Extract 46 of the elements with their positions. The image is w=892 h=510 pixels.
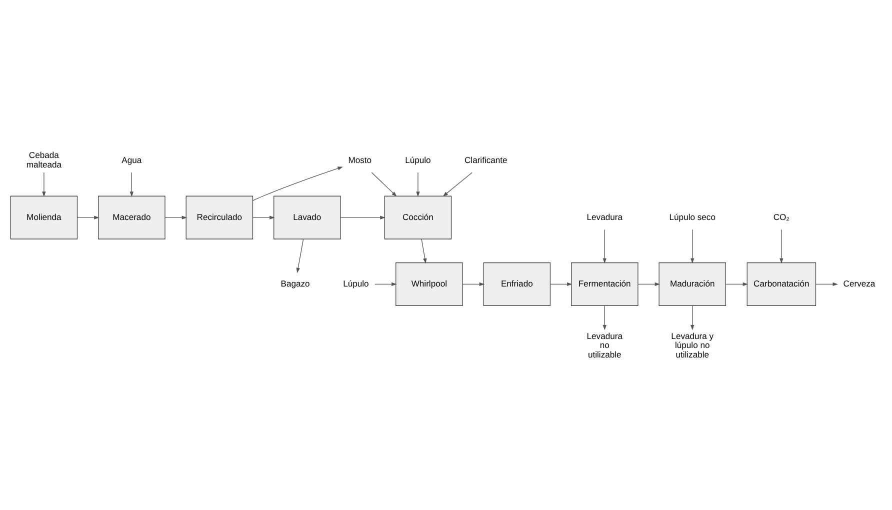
arrow bbox=[77, 215, 100, 219]
arrow bbox=[638, 282, 660, 286]
arrow bbox=[602, 228, 606, 264]
arrow bbox=[374, 282, 397, 286]
arrow bbox=[416, 172, 420, 196]
arrow bbox=[130, 172, 134, 196]
node-box: Recirculado bbox=[186, 195, 254, 239]
node-text: Agua bbox=[122, 154, 142, 164]
node-box: Enfriado bbox=[483, 262, 551, 306]
arrow bbox=[252, 215, 275, 219]
node-text: Lúpulo bbox=[343, 278, 369, 288]
node-box: Molienda bbox=[10, 195, 78, 239]
arrow bbox=[690, 228, 694, 264]
arrow bbox=[780, 228, 784, 264]
node-text: Cebada malteada bbox=[26, 150, 62, 169]
node-text: Levadura y lúpulo no utilizable bbox=[671, 330, 714, 359]
node-text: Levadura bbox=[586, 211, 622, 222]
node-text: Mosto bbox=[348, 154, 372, 164]
arrow bbox=[164, 215, 188, 219]
node-box: Whirlpool bbox=[396, 262, 463, 306]
arrow bbox=[296, 238, 304, 273]
arrow bbox=[421, 238, 427, 264]
node-text: Bagazo bbox=[280, 278, 310, 288]
node-box: Lavado bbox=[274, 195, 341, 239]
arrow bbox=[690, 304, 694, 330]
arrow bbox=[815, 282, 838, 286]
node-box: Carbonatación bbox=[746, 262, 816, 306]
node-text: CO₂ bbox=[773, 211, 790, 222]
node-text: Cerveza bbox=[843, 278, 876, 288]
node-box: Macerado bbox=[98, 195, 166, 239]
node-text: Lúpulo seco bbox=[669, 211, 716, 222]
arrow bbox=[340, 215, 386, 219]
arrow bbox=[252, 166, 343, 200]
node-text: Levadura no utilizable bbox=[586, 330, 622, 359]
arrow bbox=[442, 172, 472, 196]
node-box: Maduración bbox=[658, 262, 726, 306]
arrow bbox=[42, 172, 46, 196]
arrow bbox=[550, 282, 572, 286]
node-text: Lúpulo bbox=[405, 154, 431, 164]
arrow bbox=[371, 172, 397, 196]
node-box: Cocción bbox=[384, 195, 452, 239]
arrow bbox=[462, 282, 485, 286]
node-text: Clarificante bbox=[464, 154, 508, 164]
node-box: Fermentación bbox=[571, 262, 638, 306]
arrow bbox=[725, 282, 748, 286]
arrow bbox=[602, 304, 606, 330]
